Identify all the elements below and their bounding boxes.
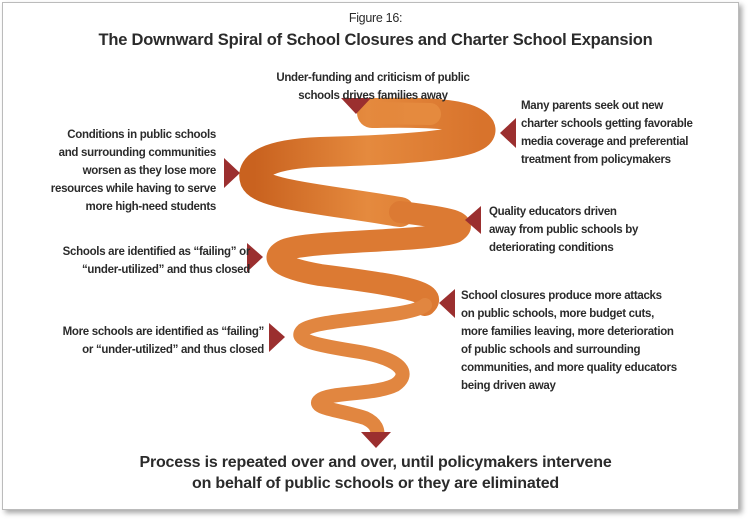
arrow-down-top: [341, 98, 371, 114]
step-line: deteriorating conditions: [489, 242, 614, 254]
step-line: schools drives families away: [298, 90, 448, 102]
step-right-2: Quality educators driven away from publi…: [489, 203, 638, 257]
step-line: communities, and more quality educators: [461, 362, 677, 374]
step-line: on public schools, more budget cuts,: [461, 308, 655, 320]
step-line: and surrounding communities: [58, 147, 217, 159]
step-right-3: School closures produce more attacks on …: [461, 287, 677, 395]
step-line: Many parents seek out new: [521, 100, 664, 112]
spiral-coil-3: [293, 298, 432, 443]
step-left-1: Conditions in public schools and surroun…: [10, 126, 217, 216]
step-left-2: Schools are identified as “failing” or “…: [10, 243, 251, 279]
step-line: treatment from policymakers: [521, 154, 671, 166]
arrow-left-2: [465, 206, 481, 234]
conclusion-line: on behalf of public schools or they are …: [192, 475, 559, 492]
arrow-right-1: [224, 158, 240, 188]
step-top: Under-funding and criticism of public sc…: [223, 69, 523, 105]
step-line: or “under-utilized” and thus closed: [82, 344, 264, 356]
spiral-coil-1: [239, 97, 496, 227]
step-line: More schools are identified as “failing”: [62, 326, 265, 338]
spiral: [239, 97, 496, 443]
arrow-right-2: [247, 243, 263, 272]
step-line: of public schools and surrounding: [461, 344, 641, 356]
step-line: away from public schools by: [489, 224, 639, 236]
figure-label: Figure 16:: [348, 11, 403, 25]
conclusion-line: Process is repeated over and over, until…: [139, 454, 612, 471]
step-left-3: More schools are identified as “failing”…: [10, 323, 265, 359]
step-line: media coverage and preferential: [521, 136, 689, 148]
arrow-left-3: [439, 289, 455, 318]
step-line: charter schools getting favorable: [521, 118, 693, 130]
spiral-coil-2: [266, 201, 471, 316]
step-line: Schools are identified as “failing” or: [62, 246, 251, 258]
step-line: worsen as they lose more: [82, 165, 217, 177]
arrow-down-bottom: [361, 432, 391, 448]
step-line: “under-utilized” and thus closed: [81, 264, 250, 276]
diagram-title: The Downward Spiral of School Closures a…: [98, 31, 653, 49]
step-line: more high-need students: [85, 201, 217, 213]
step-right-1: Many parents seek out new charter school…: [521, 97, 693, 169]
step-line: resources while having to serve: [50, 183, 217, 195]
step-line: School closures produce more attacks: [461, 290, 662, 302]
step-line: Quality educators driven: [489, 206, 617, 218]
step-line: Under-funding and criticism of public: [276, 72, 470, 84]
conclusion: Process is repeated over and over, until…: [0, 452, 751, 494]
step-line: more families leaving, more deterioratio…: [461, 326, 674, 338]
step-line: Conditions in public schools: [67, 129, 216, 141]
arrow-right-3: [269, 323, 285, 352]
step-line: being driven away: [461, 380, 556, 392]
arrow-left-1: [500, 118, 516, 148]
